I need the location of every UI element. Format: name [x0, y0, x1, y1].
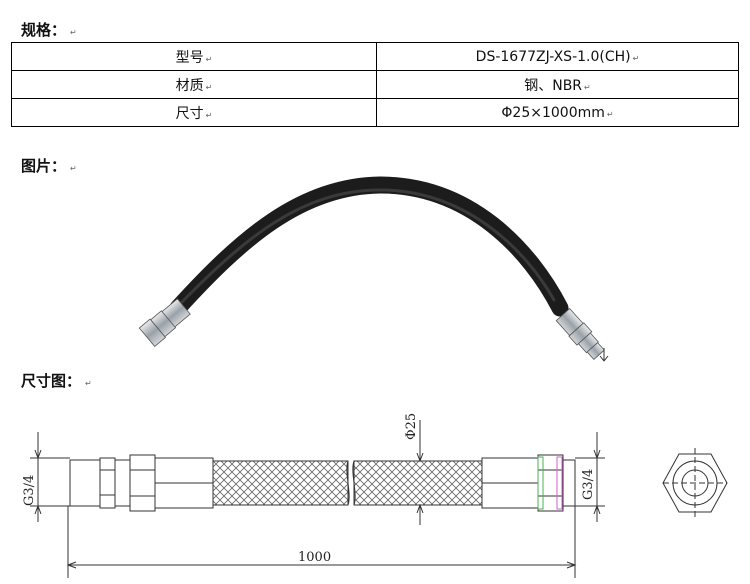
- paragraph-mark-icon: ↵: [85, 379, 92, 388]
- hose-highlight: [180, 188, 556, 304]
- spec-label-cell: 尺寸↵: [11, 98, 377, 127]
- paragraph-mark-icon: ↵: [205, 54, 213, 64]
- right-thread-label: G3/4: [581, 469, 596, 500]
- spec-label-model: 型号: [175, 49, 204, 66]
- left-fitting: [138, 298, 191, 348]
- spec-value-model: DS-1677ZJ-XS-1.0(CH): [475, 48, 631, 65]
- spec-value-size: Φ25×1000mm: [501, 104, 605, 121]
- spec-heading: 规格：↵: [21, 21, 77, 42]
- dimension-heading-text: 尺寸图：: [21, 372, 82, 390]
- paragraph-mark-icon: ↵: [205, 110, 213, 120]
- table-row: 型号↵ DS-1677ZJ-XS-1.0(CH)↵: [11, 42, 739, 71]
- photo-heading: 图片：↵: [21, 157, 77, 178]
- length-label: 1000: [298, 550, 331, 565]
- table-row: 尺寸↵ Φ25×1000mm↵: [11, 98, 739, 127]
- spec-label-material: 材质: [175, 77, 204, 94]
- paragraph-mark-icon: ↵: [205, 82, 213, 92]
- dimension-heading: 尺寸图：↵: [21, 372, 92, 393]
- spec-label-size: 尺寸: [175, 105, 204, 122]
- spec-value-material: 钢、NBR: [524, 77, 583, 94]
- paragraph-mark-icon: ↵: [606, 109, 614, 119]
- photo-heading-text: 图片：: [21, 157, 67, 175]
- paragraph-mark-icon: ↵: [70, 28, 77, 37]
- left-thread-label: G3/4: [22, 475, 37, 506]
- paragraph-mark-icon: ↵: [70, 164, 77, 173]
- paragraph-mark-icon: ↵: [584, 82, 591, 92]
- spec-table: 型号↵ DS-1677ZJ-XS-1.0(CH)↵ 材质↵ 钢、NBR↵ 尺寸↵…: [11, 42, 739, 127]
- spec-value-cell: DS-1677ZJ-XS-1.0(CH)↵: [376, 42, 739, 71]
- spec-label-cell: 型号↵: [11, 42, 377, 71]
- spec-value-cell: Φ25×1000mm↵: [376, 98, 739, 127]
- spec-heading-text: 规格：: [21, 21, 67, 39]
- right-fitting: [555, 308, 605, 361]
- diameter-label: Φ25: [404, 413, 419, 440]
- paragraph-mark-icon: ↵: [632, 53, 640, 63]
